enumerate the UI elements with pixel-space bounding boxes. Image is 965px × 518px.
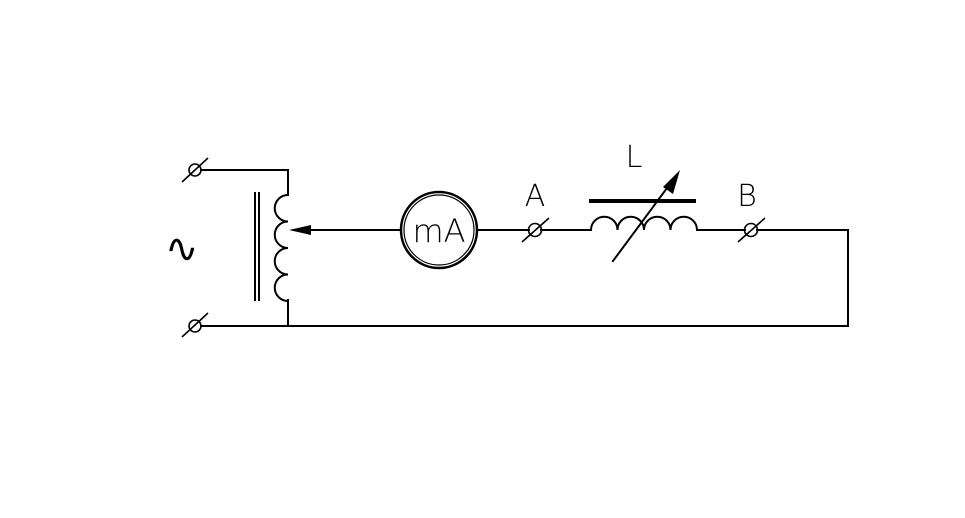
inductor-label: L [626, 140, 643, 175]
inductor-coil [589, 215, 699, 232]
terminal-a-label: A [525, 179, 546, 214]
transformer-coil [273, 193, 290, 303]
variable-arrow [611, 170, 680, 263]
milliammeter-label: mA [412, 212, 465, 250]
terminal-b-label: B [737, 179, 757, 214]
transformer-wiper-arrow [289, 225, 401, 235]
transformer-core [254, 192, 260, 301]
ac-source-symbol: ∿ [165, 226, 199, 272]
